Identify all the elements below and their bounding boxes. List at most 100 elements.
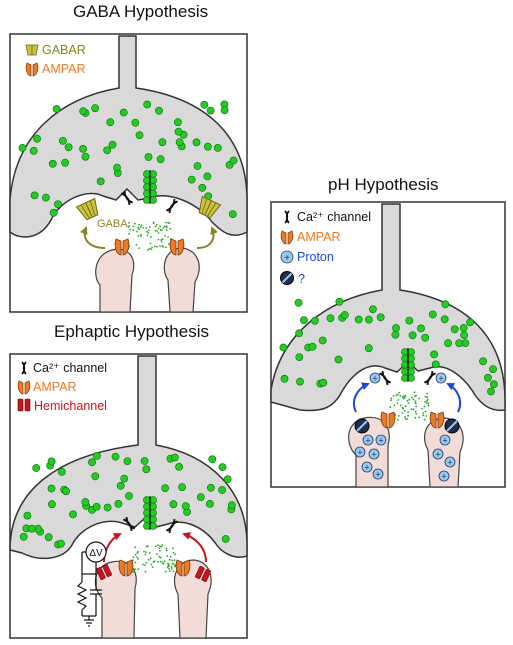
gaba-ribbon-vesicles xyxy=(143,170,157,204)
glutamate-dot xyxy=(408,398,410,401)
glutamate-dot xyxy=(397,415,400,417)
ribbon-vesicle xyxy=(149,496,157,504)
glutamate-dot xyxy=(155,223,158,226)
legend-ampar-label: AMPAR xyxy=(42,62,86,76)
glutamate-dot xyxy=(132,225,135,228)
glutamate-dot xyxy=(148,247,151,250)
svg-text:+: + xyxy=(372,374,377,384)
vesicle xyxy=(18,143,27,152)
glutamate-dot xyxy=(157,227,160,230)
vesicle xyxy=(108,140,117,149)
glutamate-dot xyxy=(137,558,140,560)
glutamate-dot xyxy=(173,559,176,562)
glutamate-dot xyxy=(143,550,145,553)
glutamate-dot xyxy=(423,405,426,408)
glutamate-dot xyxy=(145,227,148,229)
vesicle xyxy=(61,158,69,167)
glutamate-dot xyxy=(147,545,149,548)
glutamate-dot xyxy=(132,556,135,559)
svg-text:+: + xyxy=(375,470,380,480)
vesicle xyxy=(54,200,62,209)
glutamate-dot xyxy=(404,416,406,418)
vesicle xyxy=(42,193,50,202)
gaba-dendrite-left xyxy=(95,248,135,313)
glutamate-dot xyxy=(421,407,423,410)
vesicle xyxy=(228,210,237,218)
vesicle xyxy=(460,331,469,339)
legend-gabar-label: GABAR xyxy=(42,43,86,57)
vesicle xyxy=(340,311,349,319)
ribbon-vesicle xyxy=(401,367,409,376)
glutamate-dot xyxy=(396,402,399,405)
vesicle xyxy=(96,177,105,186)
glutamate-dot xyxy=(415,412,418,415)
glutamate-dot xyxy=(140,234,142,236)
vesicle xyxy=(91,472,100,481)
vesicle xyxy=(431,360,440,369)
ribbon-vesicle xyxy=(149,183,157,191)
glutamate-dot xyxy=(395,394,398,397)
glutamate-dot xyxy=(145,545,148,548)
vesicle xyxy=(140,457,149,465)
glutamate-dot xyxy=(407,411,409,413)
glutamate-dot xyxy=(127,226,130,229)
glutamate-dot xyxy=(158,555,161,558)
vesicle xyxy=(489,365,497,373)
glutamate-dot xyxy=(137,550,139,553)
glutamate-dot xyxy=(152,561,155,564)
glutamate-dot xyxy=(427,402,430,405)
vesicle xyxy=(119,108,128,117)
glutamate-dot xyxy=(172,547,175,550)
glutamate-dot xyxy=(134,553,137,556)
glutamate-dot xyxy=(145,561,148,564)
glutamate-dot xyxy=(144,564,146,566)
glutamate-dot xyxy=(128,225,131,227)
ribbon-vesicle xyxy=(149,522,157,530)
ribbon-vesicle xyxy=(143,176,151,185)
glutamate-dot xyxy=(412,408,415,411)
glutamate-dot xyxy=(414,410,417,413)
glutamate-dot xyxy=(154,545,157,548)
legend-unknown-label: ? xyxy=(298,272,305,286)
gaba-cleft-label: GABA xyxy=(97,218,128,230)
glutamate-dot xyxy=(165,226,168,229)
glutamate-dot xyxy=(147,229,150,232)
glutamate-dot xyxy=(132,571,134,573)
glutamate-dot xyxy=(414,402,417,405)
resistor-icon xyxy=(76,581,88,611)
legend-hemichannel-label: Hemichannel xyxy=(34,399,107,413)
vesicle xyxy=(318,336,327,345)
vesicle xyxy=(113,163,121,172)
vesicle xyxy=(208,455,217,464)
vesicle xyxy=(334,355,343,364)
glutamate-dot xyxy=(163,560,166,563)
vesicle xyxy=(479,357,487,366)
glutamate-dot xyxy=(172,551,175,554)
ampar-icon xyxy=(118,559,134,577)
vesicle xyxy=(213,143,222,152)
ampar-icon xyxy=(175,559,191,577)
vesicle xyxy=(376,313,385,322)
vesicle xyxy=(466,318,474,327)
ephaptic-vesicle-cloud xyxy=(19,451,236,549)
proton-icon: + xyxy=(439,434,451,446)
glutamate-dot xyxy=(168,567,171,570)
vesicle xyxy=(158,138,167,147)
glutamate-dot xyxy=(156,553,158,556)
vesicle xyxy=(421,333,430,342)
glutamate-dot xyxy=(146,230,149,233)
glutamate-dot xyxy=(426,396,429,399)
ribbon-vesicle xyxy=(149,170,157,178)
proton-icon: + xyxy=(435,372,447,384)
vesicle xyxy=(135,131,144,139)
vesicle xyxy=(364,315,373,324)
glutamate-dot xyxy=(165,225,168,228)
glutamate-dot xyxy=(138,247,141,250)
glutamate-dot xyxy=(411,396,413,399)
vesicle xyxy=(79,107,88,116)
svg-text:+: + xyxy=(371,450,376,460)
vesicle xyxy=(91,104,99,113)
ribbon-vesicle xyxy=(143,196,151,204)
glutamate-dot xyxy=(132,229,135,232)
